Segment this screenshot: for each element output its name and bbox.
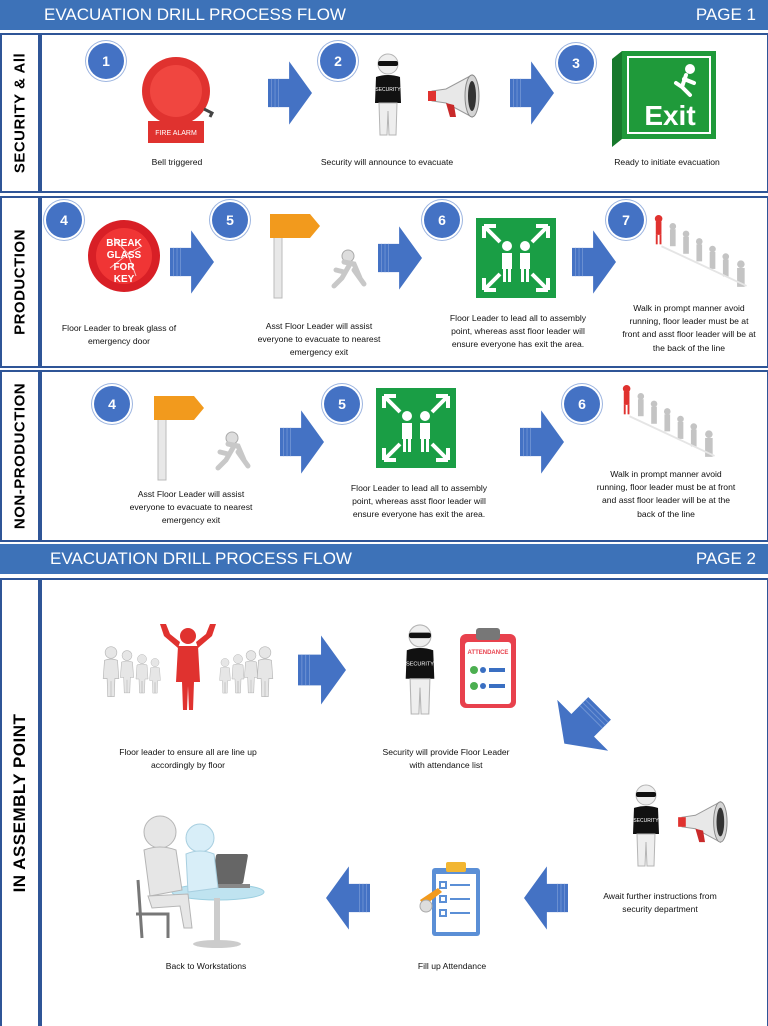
- page2-header: EVACUATION DRILL PROCESS FLOW PAGE 2: [0, 544, 768, 574]
- assembly-point-icon: [376, 388, 456, 468]
- step-number: 1: [88, 43, 124, 79]
- svg-text:FOR: FOR: [113, 262, 135, 273]
- exit-sign-icon: Exit: [612, 51, 716, 147]
- flow-arrow: [298, 634, 346, 706]
- flow-arrow: [326, 866, 370, 930]
- flow-arrow: [170, 226, 214, 298]
- step-number: 7: [608, 202, 644, 238]
- non-production-panel: 4 Asst Floor Leader will assist everyone…: [40, 370, 768, 542]
- flow-arrow: [510, 57, 554, 129]
- svg-text:Exit: Exit: [644, 100, 695, 131]
- svg-text:KEY: KEY: [114, 274, 135, 285]
- clipboard-checklist-icon: [419, 862, 480, 936]
- people-line-icon: [620, 380, 724, 460]
- people-line-icon: [652, 210, 756, 290]
- attendance-clipboard-icon: ATTENDANCE: [460, 628, 516, 708]
- step-caption: Asst Floor Leader will assist everyone t…: [257, 321, 381, 358]
- step-caption: Floor Leader to lead all to assembly poi…: [350, 483, 488, 520]
- security-panel: 1 FIRE ALARM Bell triggered 2 Security w…: [40, 33, 768, 193]
- assembly-section-label: IN ASSEMBLY POINT: [0, 578, 40, 1026]
- page1-label: PAGE 1: [695, 5, 756, 24]
- svg-text:ATTENDANCE: ATTENDANCE: [468, 650, 509, 656]
- step-number: 6: [424, 202, 460, 238]
- step-number: 3: [558, 45, 594, 81]
- step-number: 4: [46, 202, 82, 238]
- fire-alarm-bell-icon: FIRE ALARM: [142, 57, 215, 143]
- leader-with-crowd-icon: [102, 624, 274, 710]
- production-section-label: PRODUCTION: [0, 196, 40, 368]
- flow-arrow: [572, 226, 616, 298]
- step-caption: Back to Workstations: [165, 961, 247, 971]
- step-number: 4: [94, 386, 130, 422]
- assembly-point-icon: [476, 218, 556, 298]
- security-section-label: SECURITY & All: [0, 33, 40, 193]
- flow-arrow: [280, 406, 324, 478]
- step-caption: Floor Leader to lead all to assembly poi…: [449, 313, 587, 350]
- step-caption: Walk in prompt manner avoid running, flo…: [596, 469, 736, 519]
- svg-text:FIRE ALARM: FIRE ALARM: [155, 130, 197, 137]
- people-at-desk-icon: [136, 815, 265, 948]
- step-caption: Await further instructions from security…: [603, 891, 717, 915]
- step-caption: Bell triggered: [151, 157, 203, 167]
- page1-header: EVACUATION DRILL PROCESS FLOW PAGE 1: [0, 0, 768, 30]
- step-caption: Floor leader to ensure all are line up a…: [119, 747, 257, 771]
- flow-arrow: [378, 222, 422, 294]
- step-caption: Ready to initiate evacuation: [614, 157, 720, 167]
- step-caption: Walk in prompt manner avoid running, flo…: [622, 303, 756, 353]
- page2-title: EVACUATION DRILL PROCESS FLOW: [50, 549, 352, 568]
- security-guard-icon: [368, 47, 408, 143]
- megaphone-icon: [426, 71, 486, 121]
- break-glass-icon: BREAK GLASS FOR KEY: [88, 220, 160, 292]
- security-guard-icon: [398, 622, 442, 718]
- step-number: 2: [320, 43, 356, 79]
- flow-arrow: [268, 57, 312, 129]
- step-number: 5: [212, 202, 248, 238]
- step-caption: Fill up Attendance: [417, 961, 487, 971]
- step-caption: Asst Floor Leader will assist everyone t…: [129, 489, 253, 526]
- svg-text:BREAK: BREAK: [106, 238, 142, 249]
- step-caption: Security will provide Floor Leader with …: [382, 747, 510, 771]
- running-to-exit-icon: [262, 210, 382, 300]
- flow-arrow: [524, 866, 568, 930]
- assembly-panel: Floor leader to ensure all are line up a…: [40, 578, 768, 1026]
- step-number: 6: [564, 386, 600, 422]
- step-number: 5: [324, 386, 360, 422]
- flow-arrow: [552, 694, 612, 758]
- security-guard-icon: [626, 780, 666, 872]
- non-production-section-label: NON-PRODUCTION: [0, 370, 40, 542]
- page1-title: EVACUATION DRILL PROCESS FLOW: [44, 5, 346, 24]
- production-panel: 4 BREAK GLASS FOR KEY Floor Leader to br…: [40, 196, 768, 368]
- megaphone-icon: [676, 798, 734, 846]
- svg-text:GLASS: GLASS: [107, 250, 142, 261]
- flow-arrow: [520, 406, 564, 478]
- running-to-exit-icon: [146, 392, 266, 482]
- step-caption: Security will announce to evacuate: [320, 157, 454, 167]
- page2-label: PAGE 2: [695, 549, 756, 568]
- step-caption: Floor Leader to break glass of emergency…: [61, 323, 177, 347]
